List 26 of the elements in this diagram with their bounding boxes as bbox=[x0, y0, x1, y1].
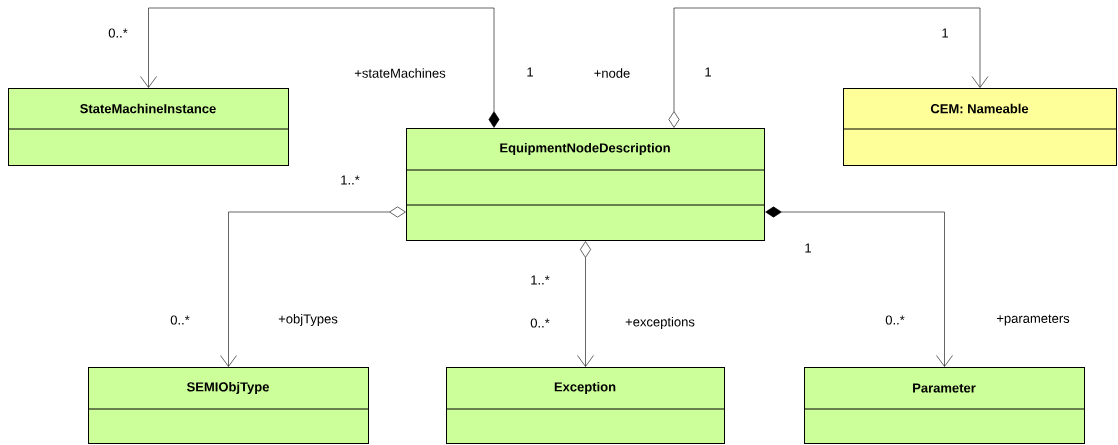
class-box: Parameter bbox=[803, 367, 1085, 444]
multiplicity-label: 0..* bbox=[885, 315, 905, 325]
association-arrow bbox=[140, 7, 500, 128]
class-box: CEM: Nameable bbox=[842, 88, 1117, 166]
association-arrow bbox=[668, 7, 989, 128]
multiplicity-label: 1 bbox=[942, 28, 948, 38]
multiplicity-label: 1 bbox=[527, 67, 533, 77]
multiplicity-label: 0..* bbox=[170, 315, 190, 325]
role-label: +stateMachines bbox=[353, 67, 447, 79]
association-arrow bbox=[765, 206, 953, 367]
class-box: SEMIObjType bbox=[87, 367, 369, 444]
class-box: EquipmentNodeDescription bbox=[405, 128, 765, 241]
role-label: +node bbox=[592, 67, 632, 79]
class-box: StateMachineInstance bbox=[7, 88, 289, 166]
multiplicity-label: 0..* bbox=[108, 28, 128, 38]
role-label: +exceptions bbox=[624, 315, 696, 331]
multiplicity-label: 1 bbox=[705, 67, 711, 77]
association-arrow bbox=[577, 241, 594, 367]
multiplicity-label: 1..* bbox=[531, 275, 550, 285]
multiplicity-label: 1..* bbox=[341, 175, 360, 185]
class-box: Exception bbox=[445, 367, 725, 444]
role-label: +objTypes bbox=[277, 312, 339, 328]
multiplicity-label: 0..* bbox=[530, 318, 550, 328]
association-arrow bbox=[220, 206, 406, 367]
multiplicity-label: 1 bbox=[805, 243, 811, 253]
role-label: +parameters bbox=[995, 313, 1071, 327]
